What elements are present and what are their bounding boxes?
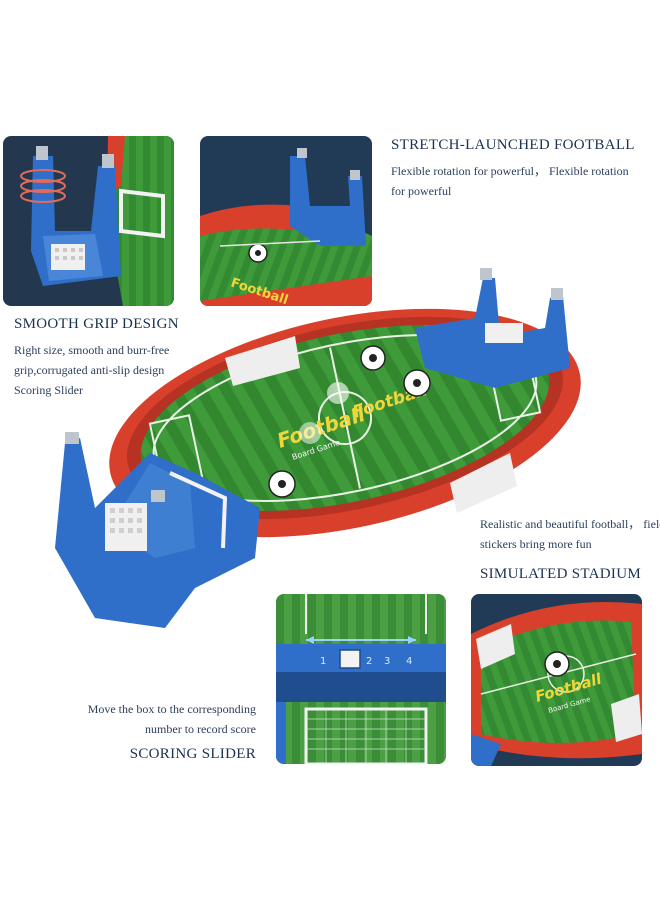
stretch-feature-description: Flexible rotation for powerful， Flexible… bbox=[391, 161, 629, 201]
product-main-illustration: Football Board Game Football bbox=[55, 268, 581, 628]
launcher-detail-panel: Football bbox=[200, 136, 372, 306]
grip-desc-line-1: Right size, smooth and burr-free bbox=[14, 343, 170, 357]
slider-detail-illustration: 1 2 3 4 bbox=[276, 594, 446, 764]
grip-detail-panel bbox=[3, 136, 174, 306]
stretch-feature-title: STRETCH-LAUNCHED FOOTBALL bbox=[391, 137, 635, 153]
stretch-desc-line-2: for powerful bbox=[391, 184, 452, 198]
stadium-detail-illustration: Football Board Game bbox=[471, 602, 642, 766]
slider-feature-description: Move the box to the corresponding number… bbox=[60, 699, 256, 739]
slider-number-1: 1 bbox=[320, 656, 326, 667]
launcher-detail-illustration: Football bbox=[200, 148, 372, 306]
slider-number-4: 4 bbox=[406, 656, 412, 667]
stadium-detail-panel: Football Board Game bbox=[471, 594, 642, 766]
slider-desc-line-2: number to record score bbox=[145, 722, 256, 736]
ball-group bbox=[268, 345, 431, 498]
grip-detail-illustration bbox=[20, 136, 174, 306]
grip-feature-title: SMOOTH GRIP DESIGN bbox=[14, 316, 179, 332]
grip-desc-line-3: Scoring Slider bbox=[14, 383, 83, 397]
slider-detail-panel: 1 2 3 4 bbox=[276, 594, 446, 764]
slider-number-3: 3 bbox=[384, 656, 390, 667]
stadium-desc-line-2: stickers bring more fun bbox=[480, 537, 592, 551]
stadium-desc-line-1: Realistic and beautiful football， field bbox=[480, 517, 660, 531]
stretch-desc-line-1: Flexible rotation for powerful， Flexible… bbox=[391, 164, 629, 178]
slider-desc-line-1: Move the box to the corresponding bbox=[87, 702, 256, 716]
stadium-feature-title: SIMULATED STADIUM bbox=[480, 566, 641, 582]
stadium-feature-description: Realistic and beautiful football， field … bbox=[480, 514, 660, 554]
grip-feature-description: Right size, smooth and burr-free grip,co… bbox=[14, 340, 169, 400]
grip-desc-line-2: grip,corrugated anti-slip design bbox=[14, 363, 165, 377]
slider-feature-title: SCORING SLIDER bbox=[129, 746, 256, 762]
slider-number-2: 2 bbox=[366, 656, 372, 667]
